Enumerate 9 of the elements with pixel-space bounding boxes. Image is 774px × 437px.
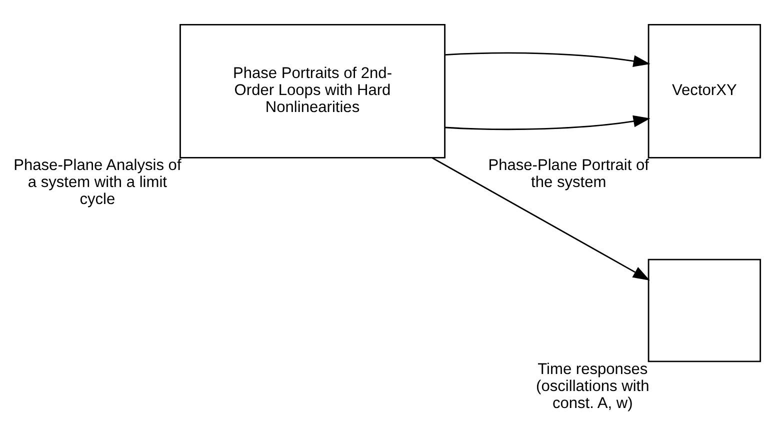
arrow xyxy=(444,52,650,67)
node-box: VectorXY xyxy=(647,24,761,158)
node-label: Phase-Plane Analysis of a system with a limit cycle xyxy=(13,157,181,208)
arrow xyxy=(444,115,650,130)
arrow xyxy=(431,157,650,281)
node-box: Phase Portraits of 2nd-Order Loops with Hard Nonlinearities xyxy=(179,24,446,158)
node-label: Time responses (oscillations with const. A, w) xyxy=(536,360,649,412)
node-box xyxy=(647,258,761,362)
node-label: Phase-Plane Portrait of the system xyxy=(488,157,648,192)
